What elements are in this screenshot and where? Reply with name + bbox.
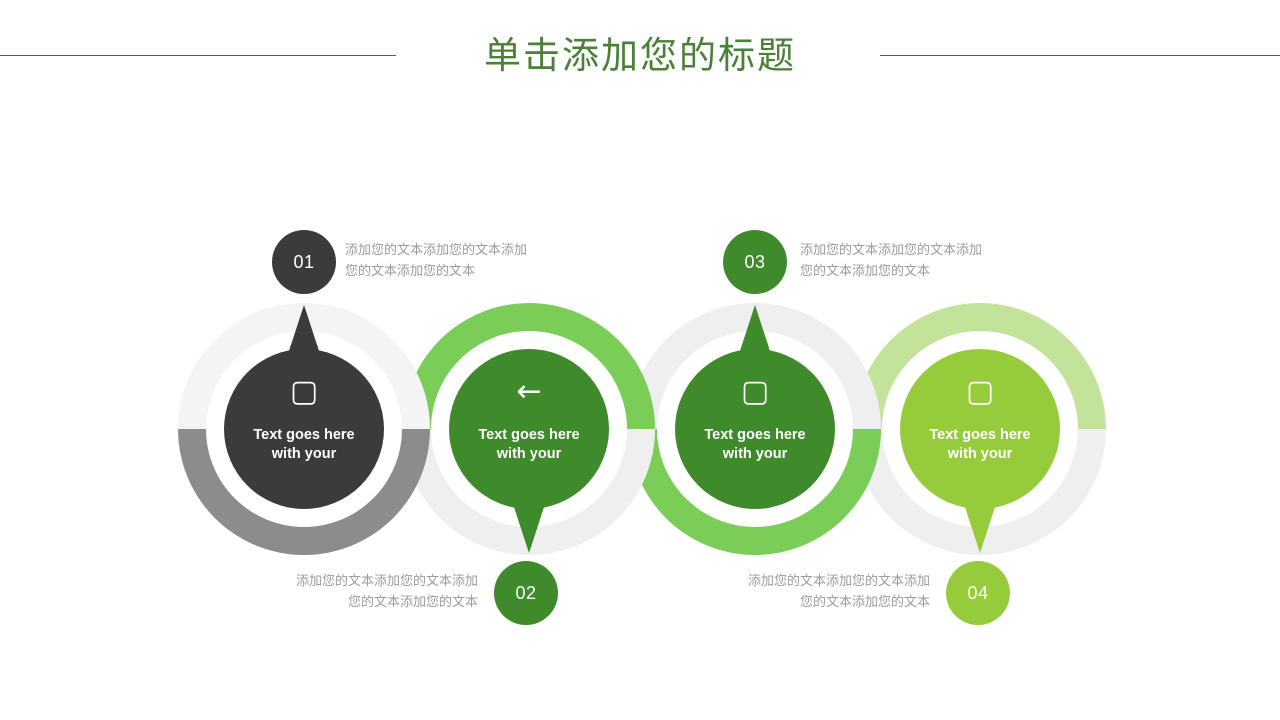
step-badge-01[interactable]: 01: [272, 230, 336, 294]
bubble-03[interactable]: ▢ Text goes here with your: [675, 305, 835, 509]
caption-03: 添加您的文本添加您的文本添加您的文本添加您的文本: [800, 243, 983, 279]
bubble-text-02: Text goes here with your: [457, 426, 601, 464]
bubble-01[interactable]: ▢ Text goes here with your: [224, 305, 384, 509]
slide-header: 单击添加您的标题: [0, 0, 1280, 110]
bubble-text-line2-01: with your: [271, 446, 337, 462]
bubble-pointer-01: [287, 305, 321, 357]
caption-04: 添加您的文本添加您的文本添加您的文本添加您的文本: [747, 574, 930, 610]
bubble-pointer-02: [512, 501, 546, 553]
bubble-text-01: Text goes here with your: [232, 426, 376, 464]
diagram-unit-03[interactable]: ▢ Text goes here with your: [629, 303, 881, 555]
page-title: 单击添加您的标题: [484, 35, 796, 76]
bubble-04[interactable]: ▢ Text goes here with your: [900, 349, 1060, 553]
diagram-unit-04[interactable]: ▢ Text goes here with your: [854, 303, 1106, 555]
title-rule-right: [880, 55, 1280, 56]
tofu-box-icon: ▢: [965, 374, 995, 409]
bubble-text-line1-04: Text goes here: [929, 427, 1031, 443]
bubble-text-line2-02: with your: [496, 446, 562, 462]
bubble-text-03: Text goes here with your: [683, 426, 827, 464]
bubble-text-line2-04: with your: [947, 446, 1013, 462]
tofu-box-icon: ▢: [740, 374, 770, 409]
diagram-unit-01[interactable]: ▢ Text goes here with your: [178, 303, 430, 555]
bubble-text-line1-03: Text goes here: [704, 427, 806, 443]
caption-02: 添加您的文本添加您的文本添加您的文本添加您的文本: [295, 574, 478, 610]
bubble-text-line1-01: Text goes here: [253, 427, 355, 443]
bubble-text-line1-02: Text goes here: [478, 427, 580, 443]
bubble-pointer-04: [963, 501, 997, 553]
bubble-pointer-03: [738, 305, 772, 357]
bubble-02[interactable]: ← Text goes here with your: [449, 349, 609, 553]
bubble-text-04: Text goes here with your: [908, 426, 1052, 464]
step-badge-02[interactable]: 02: [494, 561, 558, 625]
caption-01: 添加您的文本添加您的文本添加您的文本添加您的文本: [345, 243, 528, 279]
tofu-box-icon: ▢: [289, 374, 319, 409]
arrow-left-icon: ←: [516, 374, 542, 409]
title-rule-left: [0, 55, 396, 56]
step-badge-03[interactable]: 03: [723, 230, 787, 294]
diagram-unit-02[interactable]: ← Text goes here with your: [403, 303, 655, 555]
step-badge-04[interactable]: 04: [946, 561, 1010, 625]
bubble-text-line2-03: with your: [722, 446, 788, 462]
